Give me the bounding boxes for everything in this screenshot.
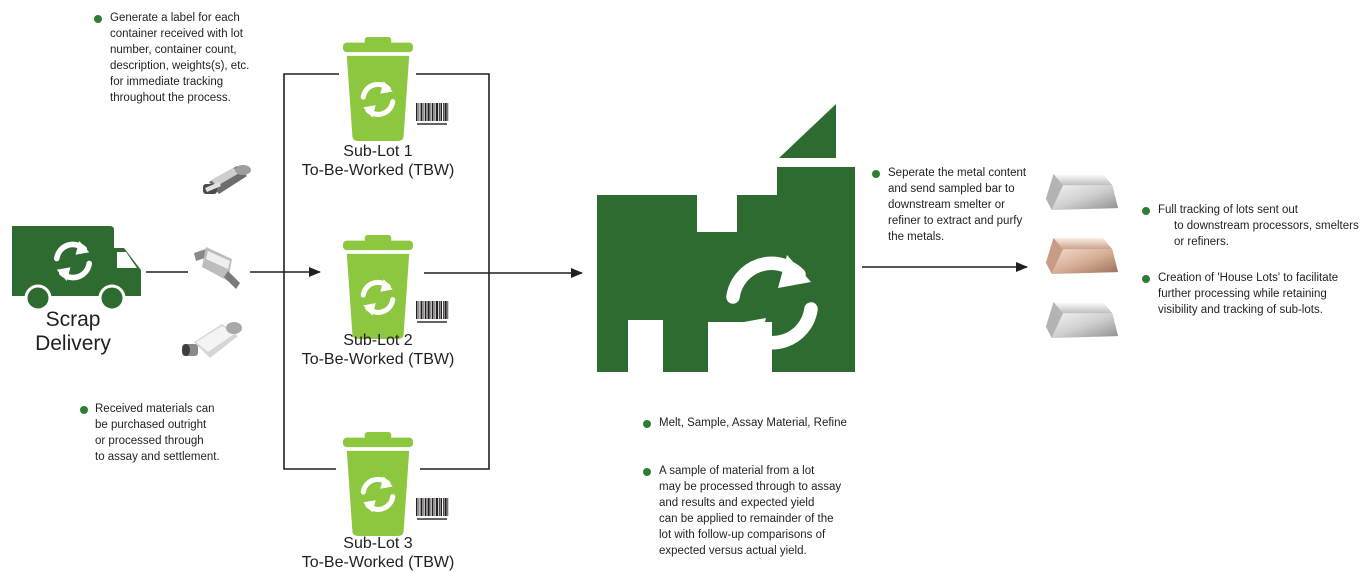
- sample-yield-note: A sample of material from a lot may be p…: [659, 465, 842, 557]
- catalytic-converter-icon: [203, 165, 251, 194]
- recycle-bin-icon: [343, 432, 413, 536]
- factory-icon: [597, 104, 855, 372]
- bullet-dot: [872, 170, 880, 178]
- label-generation-note: Generate a label for each container rece…: [110, 12, 250, 104]
- separate-metal-note: Seperate the metal content and send samp…: [888, 167, 1027, 243]
- bullet-dot: [80, 406, 88, 414]
- recycle-bin-icon: [343, 37, 413, 141]
- received-materials-note: Received materials can be purchased outr…: [95, 403, 220, 463]
- catalytic-converter-icon: [194, 247, 240, 289]
- bullet-dot: [1142, 207, 1150, 215]
- metal-bar-icon: [1045, 301, 1119, 339]
- truck-icon: [12, 226, 141, 312]
- catalytic-converter-icon: [182, 322, 242, 358]
- scrap-delivery-title: Scrap Delivery: [35, 308, 111, 355]
- bullet-dot: [643, 468, 651, 476]
- sublot-3-label: Sub-Lot 3 To-Be-Worked (TBW): [301, 535, 455, 571]
- house-lots-note: Creation of 'House Lots' to facilitate f…: [1158, 272, 1339, 316]
- barcode-icon: [415, 102, 449, 128]
- barcode-icon: [415, 300, 449, 326]
- melt-sample-note: Melt, Sample, Assay Material, Refine: [659, 417, 847, 429]
- full-tracking-note: Full tracking of lots sent out to downst…: [1158, 204, 1359, 248]
- barcode-icon: [415, 497, 449, 523]
- bullet-dot: [643, 420, 651, 428]
- bullet-dot: [1142, 275, 1150, 283]
- sublot-1-label: Sub-Lot 1 To-Be-Worked (TBW): [301, 143, 455, 179]
- sublot-2-label: Sub-Lot 2 To-Be-Worked (TBW): [301, 332, 455, 368]
- recycle-bin-icon: [343, 235, 413, 339]
- bullet-dot: [94, 15, 102, 23]
